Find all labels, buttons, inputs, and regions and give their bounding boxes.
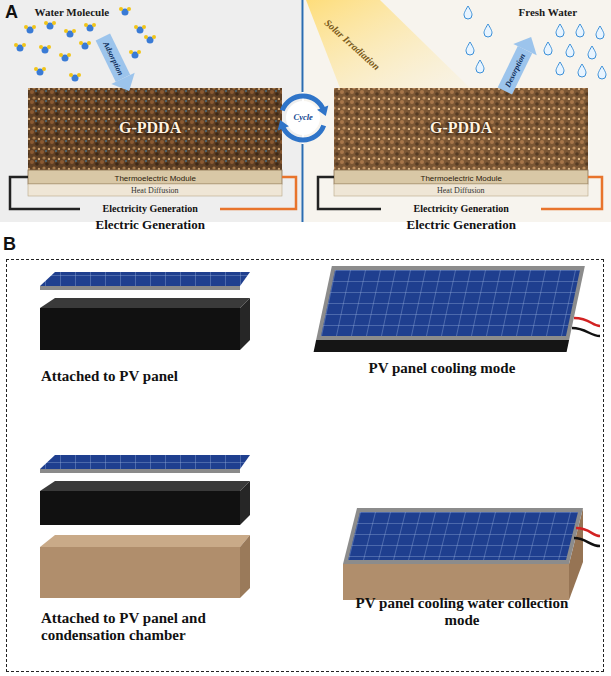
material-label: G-PDDA (119, 119, 181, 137)
material-label: G-PDDA (430, 119, 492, 137)
caption-text: Attached to PV panel (41, 368, 178, 385)
condensation-chamber (343, 508, 583, 600)
pv-module-collection (343, 508, 583, 564)
caption-text: Attached to PV panel and condensation ch… (41, 610, 251, 645)
module-label: Thermoelectric Module (115, 174, 196, 183)
device-left (10, 88, 296, 209)
water-molecules (14, 7, 156, 82)
caption-text: PV panel cooling water collection mode (347, 595, 577, 630)
dashed-panel: BAttached to PV panelPV panel cooling mo… (6, 259, 604, 672)
module-label: Thermoelectric Module (421, 174, 502, 183)
cycle-label: Cycle (294, 113, 313, 123)
pv-stack-top-left (40, 272, 250, 350)
heading-text: Fresh Water (517, 6, 580, 19)
cables (574, 528, 600, 546)
pv-stack-bottom-left (40, 455, 250, 598)
desorption-arrow (493, 31, 543, 96)
adsorption-arrow (91, 31, 141, 96)
output-label: Electricity Generation (414, 203, 509, 215)
panel-letter: B (3, 234, 16, 255)
device-right (318, 88, 602, 209)
cycle-icon (278, 96, 329, 140)
cables (572, 318, 600, 336)
module-label: Heat Diffusion (131, 186, 179, 195)
output-label: Electricity Generation (103, 203, 198, 215)
output-label: Electric Generation (96, 218, 205, 233)
output-label: Electric Generation (407, 218, 516, 233)
panel-a-ground (0, 0, 611, 222)
panel-letter: A (5, 2, 18, 23)
heading-text: Water Molecule (33, 6, 112, 19)
module-label: Heat Diffusion (437, 186, 485, 195)
caption-text: PV panel cooling mode (369, 360, 516, 377)
pv-module-cooling (314, 266, 585, 352)
water-droplets (464, 6, 606, 79)
